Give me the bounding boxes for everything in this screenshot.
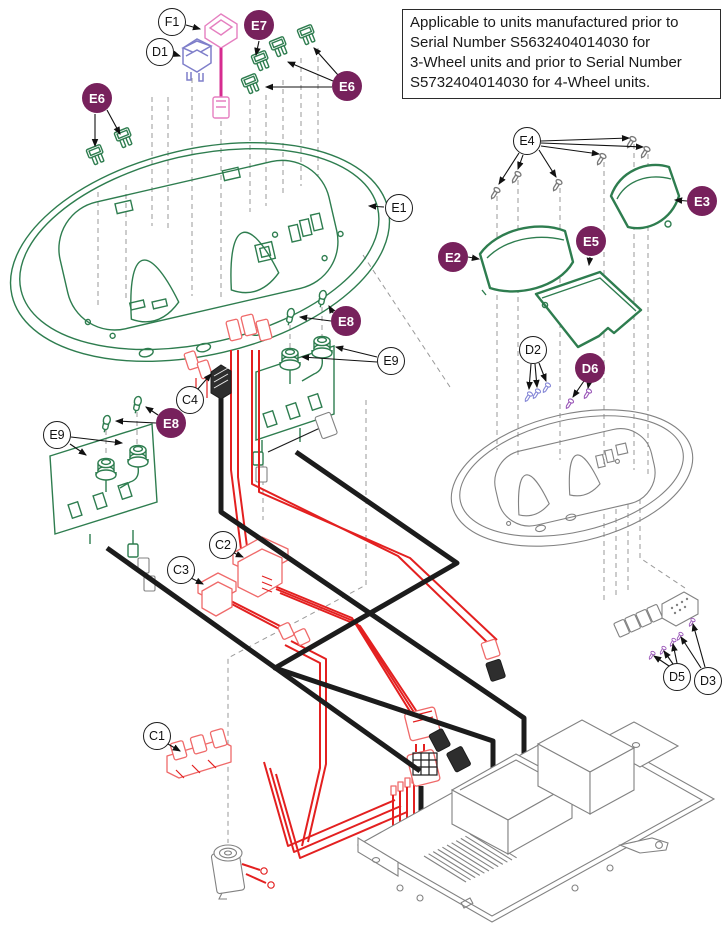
callout-f1: F1: [158, 8, 186, 36]
note-line: S5732404014030 for 4-Wheel units.: [410, 74, 651, 91]
callout-d2: D2: [519, 336, 547, 364]
callout-arrows: [69, 23, 706, 752]
screws-d5: [647, 637, 678, 661]
callout-d3: D3: [694, 667, 722, 695]
callout-e9-left: E9: [43, 421, 71, 449]
callout-d6: D6: [575, 353, 605, 383]
callout-c2: C2: [209, 531, 237, 559]
leader-lines: [97, 48, 689, 843]
note-line: Applicable to units manufactured prior t…: [410, 14, 679, 31]
callout-c4: C4: [176, 386, 204, 414]
waffle-connector: [412, 752, 438, 776]
callout-e4: E4: [513, 127, 541, 155]
callout-d1: D1: [146, 38, 174, 66]
note-line: 3-Wheel units and prior to Serial Number: [410, 54, 682, 71]
d1-switch: [181, 38, 213, 82]
callout-e1: E1: [385, 194, 413, 222]
callout-e6-left: E6: [82, 83, 112, 113]
horn: [210, 844, 246, 900]
callout-e2: E2: [438, 242, 468, 272]
callout-e3: E3: [687, 186, 717, 216]
harness-left: [49, 423, 158, 592]
screws-d6: [563, 387, 593, 411]
panel-e5: [534, 270, 643, 349]
callout-e8-left: E8: [156, 408, 186, 438]
red-harness: [166, 313, 506, 889]
callout-e7: E7: [244, 10, 274, 40]
callout-e8-right: E8: [331, 306, 361, 336]
panel-e3: [609, 163, 681, 230]
callout-e5: E5: [576, 226, 606, 256]
harness-right: [252, 335, 338, 483]
controller-assembly: [356, 591, 716, 923]
callout-c3: C3: [167, 556, 195, 584]
small-shroud: [450, 409, 694, 547]
connector-c4: [210, 364, 232, 400]
connector-c1: [166, 728, 232, 779]
connector-c3: [197, 572, 237, 617]
callout-c1: C1: [143, 722, 171, 750]
note-box: Applicable to units manufactured prior t…: [402, 9, 721, 99]
callout-d5: D5: [663, 663, 691, 691]
d-connectors: [613, 591, 699, 638]
panel-e2: [478, 225, 575, 298]
main-shroud: [9, 141, 391, 363]
note-line: Serial Number S5632404014030 for: [410, 34, 651, 51]
callout-e9-right: E9: [377, 347, 405, 375]
callout-e6-right: E6: [332, 71, 362, 101]
f1-connector: [204, 13, 238, 119]
